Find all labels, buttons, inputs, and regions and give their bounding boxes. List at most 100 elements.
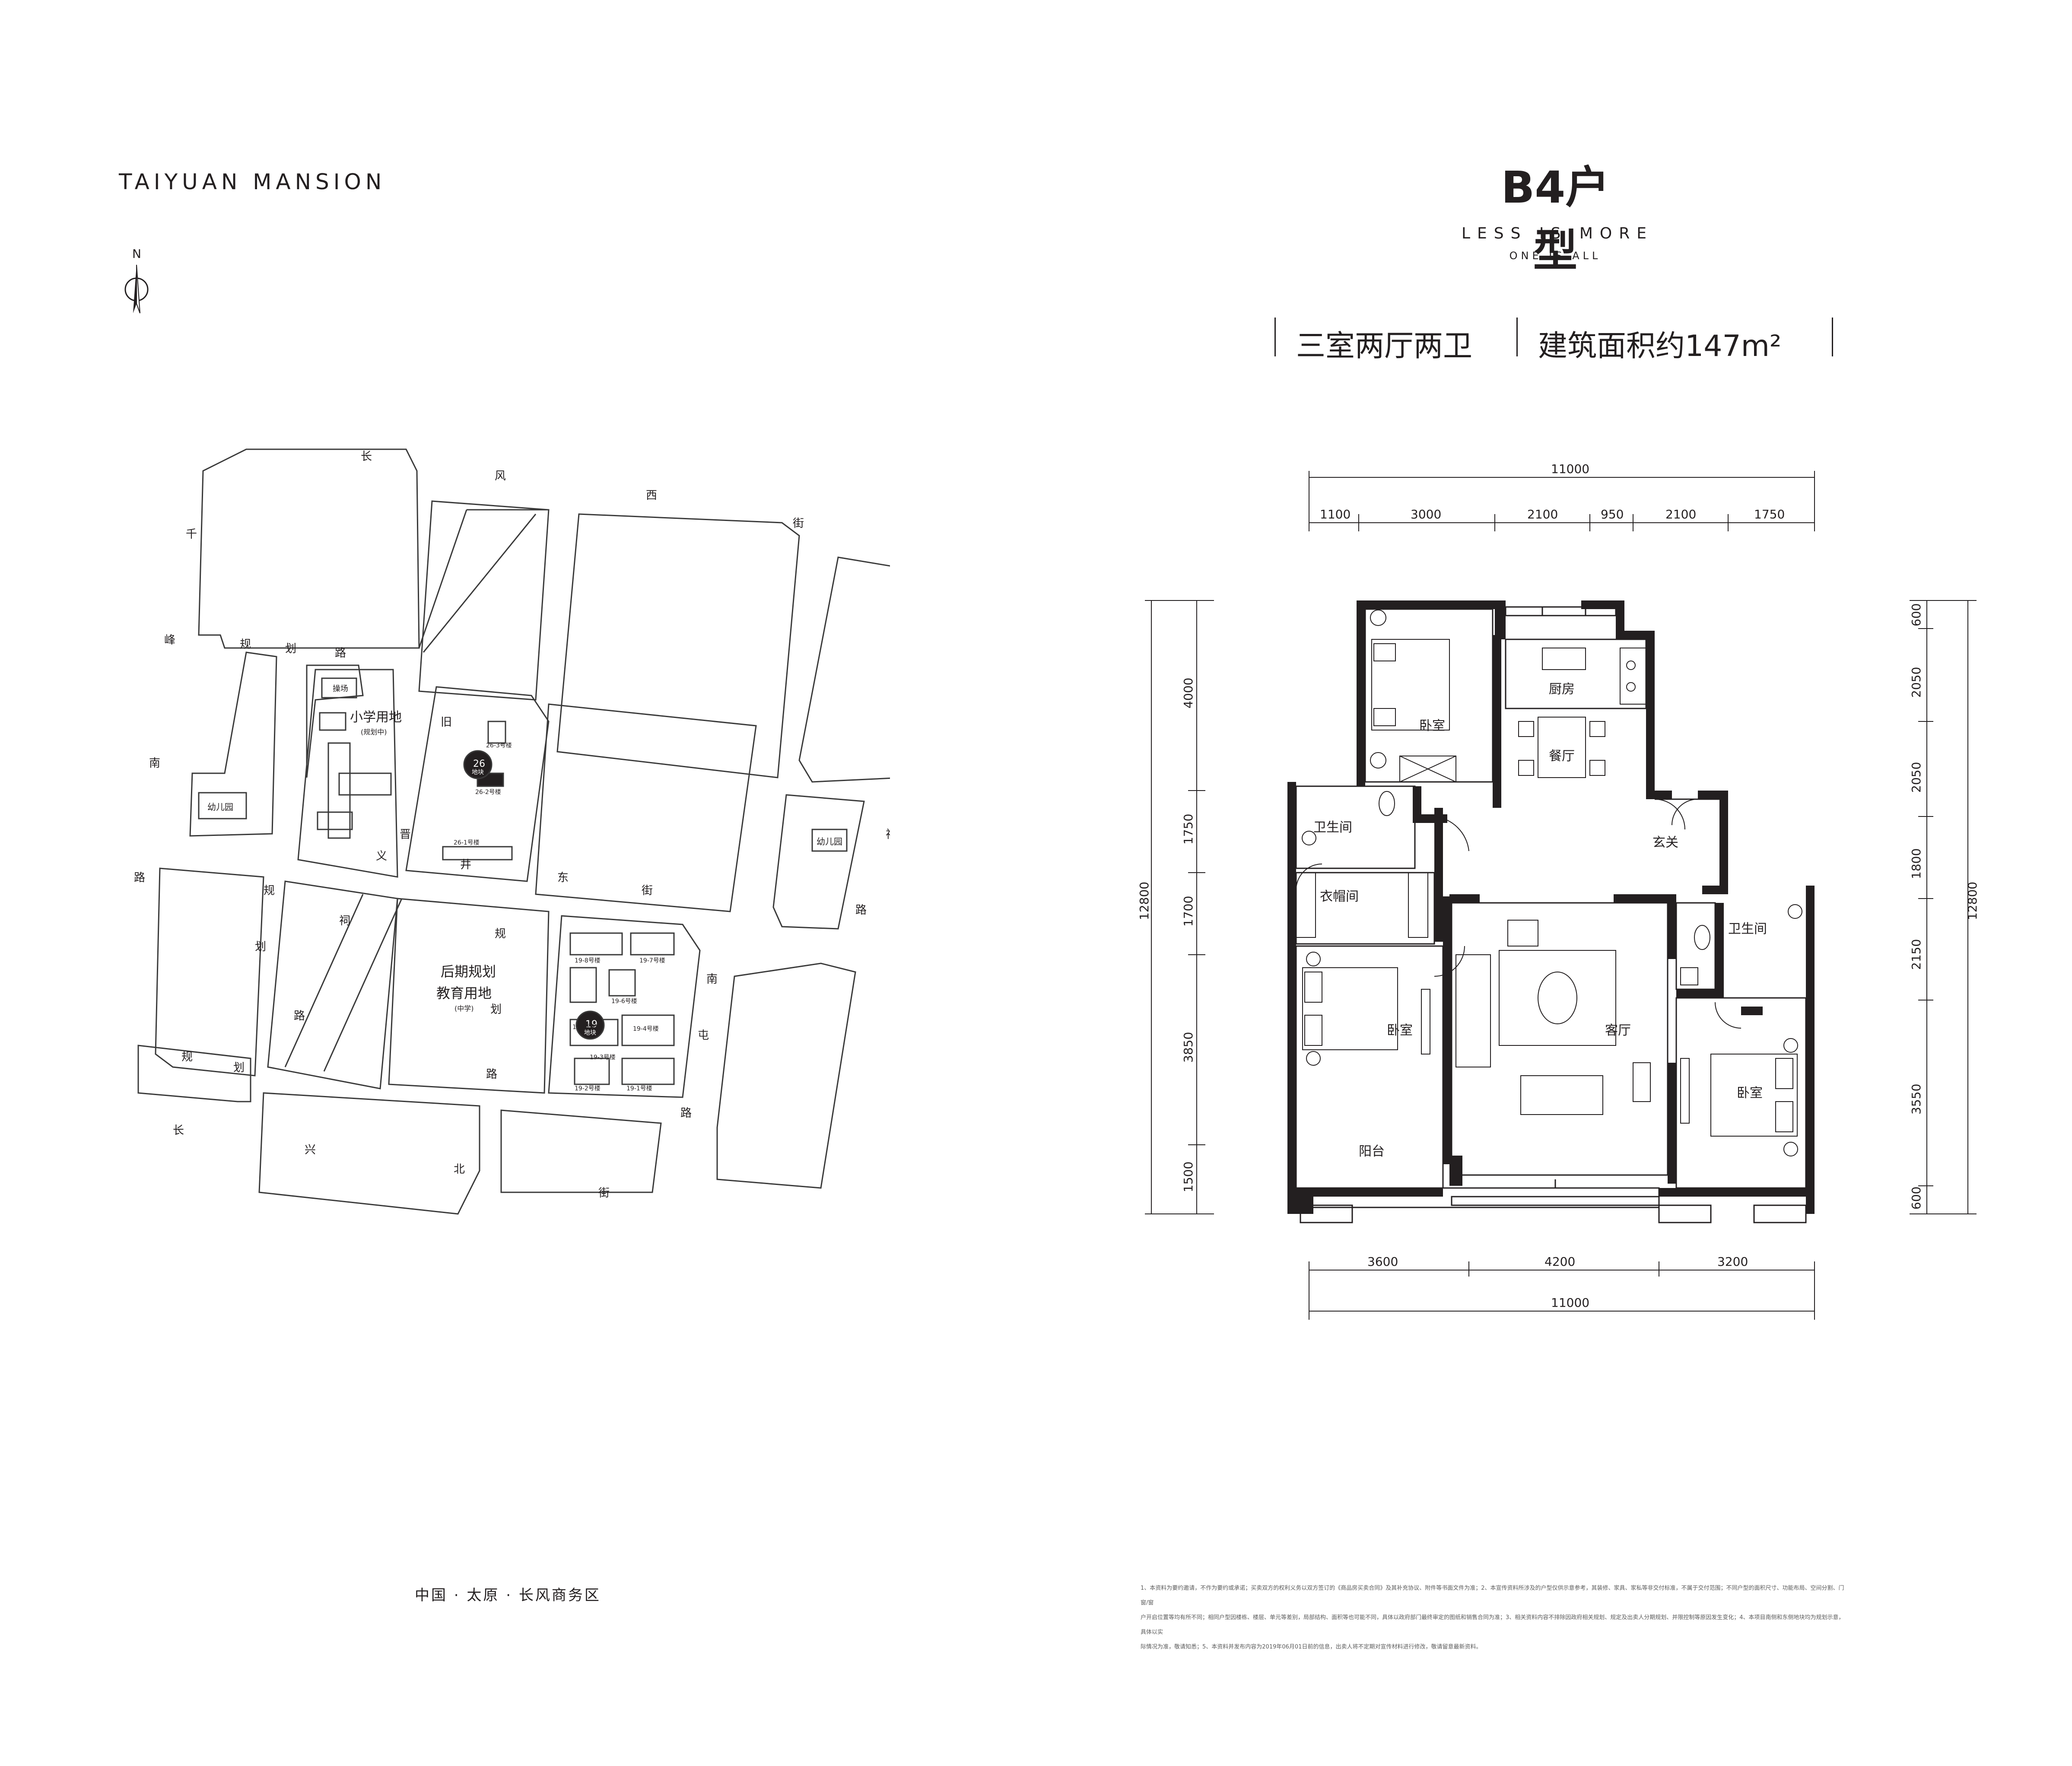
- svg-text:3200: 3200: [1717, 1255, 1748, 1269]
- furniture: [1296, 610, 1802, 1156]
- block-lower-mid: [267, 880, 398, 1089]
- block-far-right: [798, 556, 890, 783]
- svg-text:西: 西: [646, 489, 657, 502]
- svg-text:1750: 1750: [1181, 814, 1195, 845]
- walls: [1287, 600, 1815, 1214]
- plot19-marker: [575, 1010, 605, 1040]
- svg-text:规: 规: [240, 638, 251, 651]
- svg-text:划: 划: [233, 1061, 245, 1074]
- block-bottom-right: [716, 962, 856, 1189]
- block-top-right: [556, 513, 800, 778]
- svg-text:街: 街: [598, 1187, 610, 1200]
- note-line-3: 际情况为准，敬请知悉；5、本资料并发布内容为2019年06月01日前的信息，出卖…: [1141, 1644, 1482, 1650]
- svg-text:3000: 3000: [1411, 507, 1441, 521]
- svg-text:地块: 地块: [472, 769, 484, 776]
- svg-text:街: 街: [793, 517, 804, 530]
- svg-text:12800: 12800: [1965, 882, 1980, 920]
- note-line-1: 1、本资料为要约邀请，不作为要约或承诺；买卖双方的权利义务以双方签订的《商品房买…: [1141, 1585, 1844, 1606]
- svg-text:南: 南: [706, 973, 718, 986]
- svg-text:19-6号楼: 19-6号楼: [611, 998, 637, 1005]
- block-kindergarten-left: [189, 651, 277, 837]
- svg-text:教育用地: 教育用地: [436, 985, 492, 1001]
- slogan: LESS IS MORE: [1461, 225, 1654, 242]
- svg-text:1700: 1700: [1181, 896, 1195, 927]
- svg-text:规: 规: [495, 927, 506, 940]
- block-plot26: [405, 686, 550, 882]
- svg-text:晋: 晋: [400, 828, 411, 841]
- svg-text:3600: 3600: [1367, 1255, 1398, 1269]
- plot26-marker: [463, 750, 493, 779]
- svg-text:26-2号楼: 26-2号楼: [475, 789, 501, 796]
- playground-rect: [321, 677, 357, 699]
- block-bottom-left: [137, 1045, 251, 1102]
- svg-text:路: 路: [486, 1068, 497, 1081]
- svg-text:路: 路: [680, 1107, 692, 1120]
- svg-text:3550: 3550: [1909, 1084, 1923, 1115]
- block-education: [388, 898, 550, 1094]
- brand-wordmark: TAIYUAN MANSION: [119, 169, 386, 194]
- svg-text:北: 北: [454, 1163, 465, 1176]
- svg-text:19-1号楼: 19-1号楼: [626, 1085, 652, 1092]
- kindergarten-right-building: [811, 829, 848, 852]
- diagonal-road-1: [418, 509, 467, 648]
- svg-text:玄关: 玄关: [1653, 835, 1678, 850]
- svg-text:井: 井: [460, 858, 471, 871]
- svg-text:厨房: 厨房: [1549, 682, 1575, 697]
- svg-text:阳台: 阳台: [1359, 1144, 1385, 1159]
- svg-text:南: 南: [149, 757, 160, 770]
- svg-text:19-5号楼: 19-5号楼: [572, 1024, 598, 1031]
- svg-text:地块: 地块: [584, 1029, 596, 1036]
- svg-text:26-1号楼: 26-1号楼: [454, 839, 480, 846]
- svg-text:600: 600: [1909, 603, 1923, 626]
- site-location-map: 长 风 西 街 千 峰 南 路 新 晋 祠 路 规 划 路 旧 晋 义 井 东 …: [134, 448, 890, 1215]
- svg-text:划: 划: [285, 642, 296, 655]
- svg-text:(中学): (中学): [454, 1004, 474, 1013]
- svg-text:街: 街: [642, 884, 653, 897]
- svg-text:1100: 1100: [1320, 507, 1351, 521]
- svg-text:3850: 3850: [1181, 1032, 1195, 1063]
- unit-title: B4户型: [1501, 162, 1610, 277]
- block-top-mid: [418, 500, 550, 701]
- svg-text:4000: 4000: [1181, 678, 1195, 708]
- svg-text:兴: 兴: [305, 1143, 316, 1156]
- floor-plan: 11000 1100 3000 2100 950 2100 1750 3600 …: [1137, 462, 1980, 1320]
- block-bottom-center: [500, 1109, 662, 1193]
- svg-text:12800: 12800: [1137, 882, 1151, 920]
- svg-text:26-3号楼: 26-3号楼: [486, 742, 512, 749]
- svg-text:幼儿园: 幼儿园: [817, 836, 842, 847]
- svg-text:2050: 2050: [1909, 762, 1923, 793]
- svg-text:操场: 操场: [333, 684, 348, 693]
- svg-text:餐厅: 餐厅: [1549, 749, 1575, 764]
- svg-text:19: 19: [585, 1019, 597, 1030]
- svg-text:2100: 2100: [1665, 507, 1696, 521]
- svg-text:19-3号楼: 19-3号楼: [590, 1054, 616, 1061]
- svg-text:19-4号楼: 19-4号楼: [633, 1026, 659, 1032]
- svg-text:2100: 2100: [1527, 507, 1558, 521]
- svg-text:东: 东: [557, 871, 569, 884]
- svg-text:卧室: 卧室: [1737, 1086, 1763, 1101]
- svg-text:11000: 11000: [1551, 462, 1589, 476]
- svg-text:路: 路: [294, 1010, 305, 1023]
- spec-bar: 三室两厅两卫 建筑面积约147m²: [1274, 318, 1836, 363]
- north-label: N: [132, 248, 141, 261]
- area-desc: 建筑面积约147m²: [1538, 329, 1782, 363]
- svg-text:卧室: 卧室: [1419, 718, 1445, 734]
- svg-text:19-7号楼: 19-7号楼: [639, 957, 665, 964]
- svg-text:屯: 屯: [698, 1029, 709, 1042]
- block-bottom-mid: [258, 1092, 480, 1215]
- svg-text:长: 长: [361, 450, 372, 463]
- svg-text:2150: 2150: [1909, 939, 1923, 970]
- block-plot19: [548, 915, 701, 1098]
- svg-text:衣帽间: 衣帽间: [1320, 889, 1359, 904]
- svg-text:规: 规: [264, 884, 275, 897]
- block-center: [535, 703, 757, 912]
- slogan-sub: ONE IS ALL: [1509, 250, 1602, 262]
- kindergarten-left-building: [198, 792, 247, 819]
- svg-text:小学用地: 小学用地: [350, 710, 402, 725]
- svg-text:长: 长: [173, 1124, 184, 1137]
- svg-text:划: 划: [255, 940, 266, 953]
- north-arrow-icon: N: [124, 248, 149, 314]
- svg-text:卧室: 卧室: [1387, 1023, 1413, 1038]
- note-line-2: 户开启位置等均有所不同；相同户型因楼栋、楼层、单元等差别，局部结构、面积等也可能…: [1141, 1614, 1844, 1636]
- svg-text:路: 路: [134, 871, 145, 884]
